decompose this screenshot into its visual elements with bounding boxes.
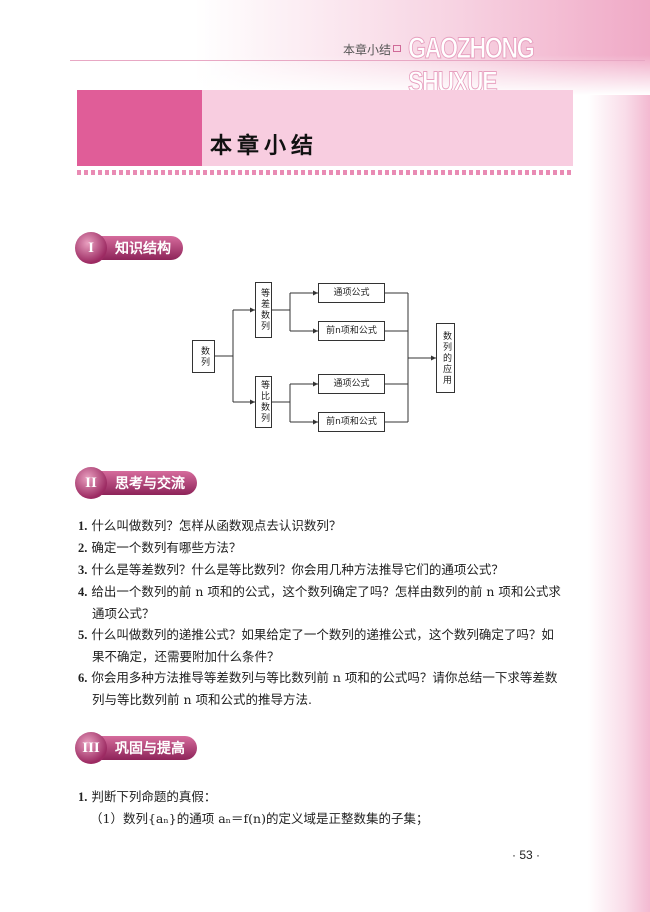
page-title: 本章小结 (210, 134, 319, 159)
diagram-node-sum: 前n项和公式 (318, 321, 385, 341)
dotted-divider (77, 170, 573, 175)
diagram-node-application: 数列的应用 (436, 323, 455, 393)
header-section-label: 本章小结 (343, 43, 392, 57)
question-item: 6.你会用多种方法推导等差数列与等比数列前 n 项和的公式吗？请你总结一下求等差… (78, 670, 558, 707)
diagram-node-sequence: 数列 (192, 340, 215, 373)
diagram-node-geometric: 等比数列 (255, 376, 272, 428)
title-band-accent (77, 90, 202, 166)
header-rule (70, 60, 645, 61)
question-item: 3.什么是等差数列？什么是等比数列？你会用几种方法推导它们的通项公式？ (78, 562, 504, 577)
page-number: · 53 · (512, 848, 541, 862)
exercise-subitem: （1）数列{aₙ}的通项 aₙ＝f(n)的定义域是正整数集的子集； (90, 811, 429, 826)
diagram-node-general-term: 通项公式 (318, 374, 385, 394)
title-band (202, 90, 573, 166)
diagram-node-general-term: 通项公式 (318, 283, 385, 303)
square-icon (393, 45, 401, 52)
exercise-item: 1.判断下列命题的真假： (78, 789, 217, 804)
diagram-node-arithmetic: 等差数列 (255, 282, 272, 338)
question-item: 1.什么叫做数列？怎样从函数观点去认识数列？ (78, 518, 342, 533)
exercise-list: 1.判断下列命题的真假： （1）数列{aₙ}的通项 aₙ＝f(n)的定义域是正整… (78, 786, 578, 829)
question-item: 4.给出一个数列的前 n 项和的公式，这个数列确定了吗？怎样由数列的前 n 项和… (78, 584, 561, 621)
diagram-node-sum: 前n项和公式 (318, 412, 385, 432)
question-item: 2.确定一个数列有哪些方法？ (78, 540, 242, 555)
question-item: 5.什么叫做数列的递推公式？如果给定了一个数列的递推公式，这个数列确定了吗？如果… (78, 627, 554, 664)
question-list: 1.什么叫做数列？怎样从函数观点去认识数列？ 2.确定一个数列有哪些方法？ 3.… (78, 515, 578, 710)
side-decoration (588, 95, 650, 912)
